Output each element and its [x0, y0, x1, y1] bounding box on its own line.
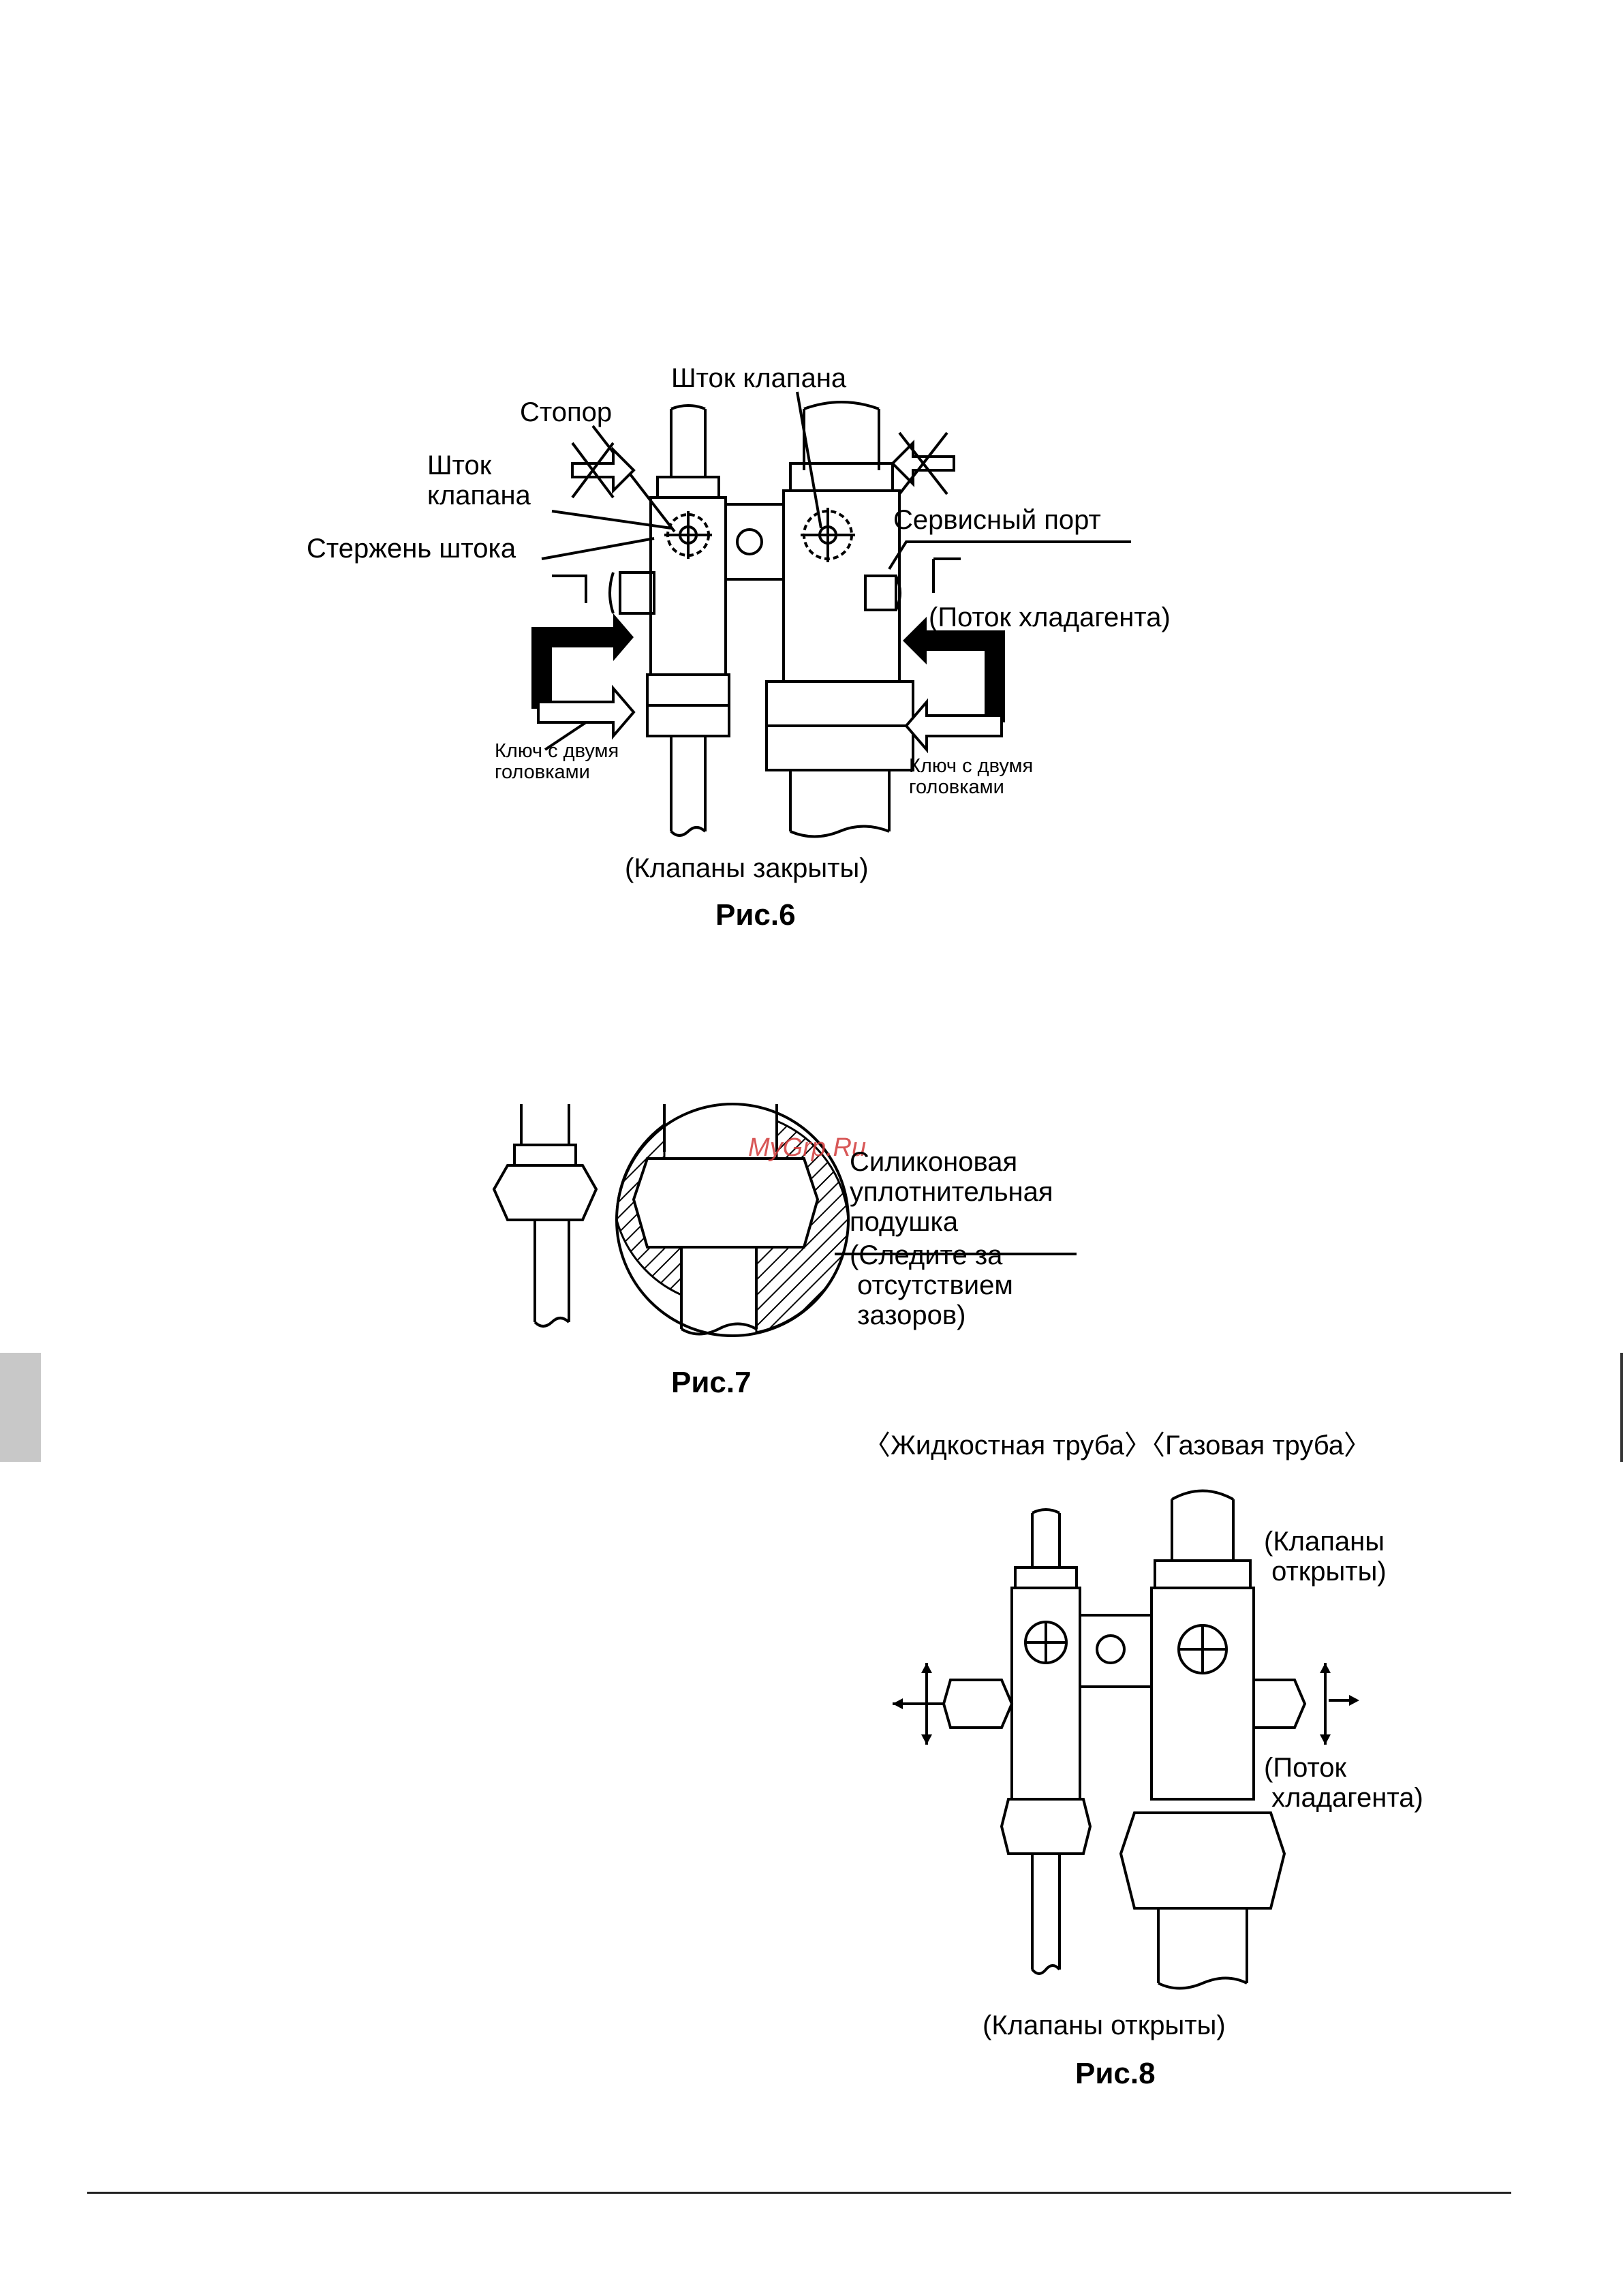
fig6-rod-label: Стержень штока — [307, 534, 516, 564]
footer-rule — [87, 2192, 1511, 2194]
fig6-flow-label: (Поток хладагента) — [929, 602, 1171, 632]
side-tab — [0, 1353, 41, 1462]
fig7-caption: Рис.7 — [671, 1366, 752, 1399]
fig8-header-label: 〈Жидкостная труба〉〈Газовая труба〉 — [863, 1430, 1372, 1460]
fig8-flow-label: (Поток хладагента) — [1264, 1753, 1423, 1813]
fig7-pad-label: Силиконовая уплотнительная подушка — [850, 1147, 1053, 1237]
fig7-note-label: (Следите за отсутствием зазоров) — [850, 1240, 1013, 1330]
fig6-wrench-right-label: Ключ с двумя головками — [909, 755, 1034, 798]
fig6-stem-left-label: Шток клапана — [427, 450, 531, 510]
watermark: MyGrp.Ru — [748, 1133, 867, 1162]
fig8-caption: Рис.8 — [1075, 2057, 1156, 2090]
fig6-state-label: (Клапаны закрыты) — [625, 853, 869, 883]
fig6-wrench-left-label: Ключ с двумя головками — [495, 740, 619, 783]
fig6-service-port-label: Сервисный порт — [893, 505, 1101, 535]
fig8-state-label: (Клапаны открыты) — [983, 2010, 1226, 2040]
fig6-stem-top-label: Шток клапана — [671, 363, 847, 393]
edge-mark — [1620, 1353, 1623, 1462]
fig8-open-label: (Клапаны открыты) — [1264, 1527, 1387, 1587]
fig6-stopper-label: Стопор — [520, 397, 613, 427]
fig6-caption: Рис.6 — [715, 898, 796, 932]
